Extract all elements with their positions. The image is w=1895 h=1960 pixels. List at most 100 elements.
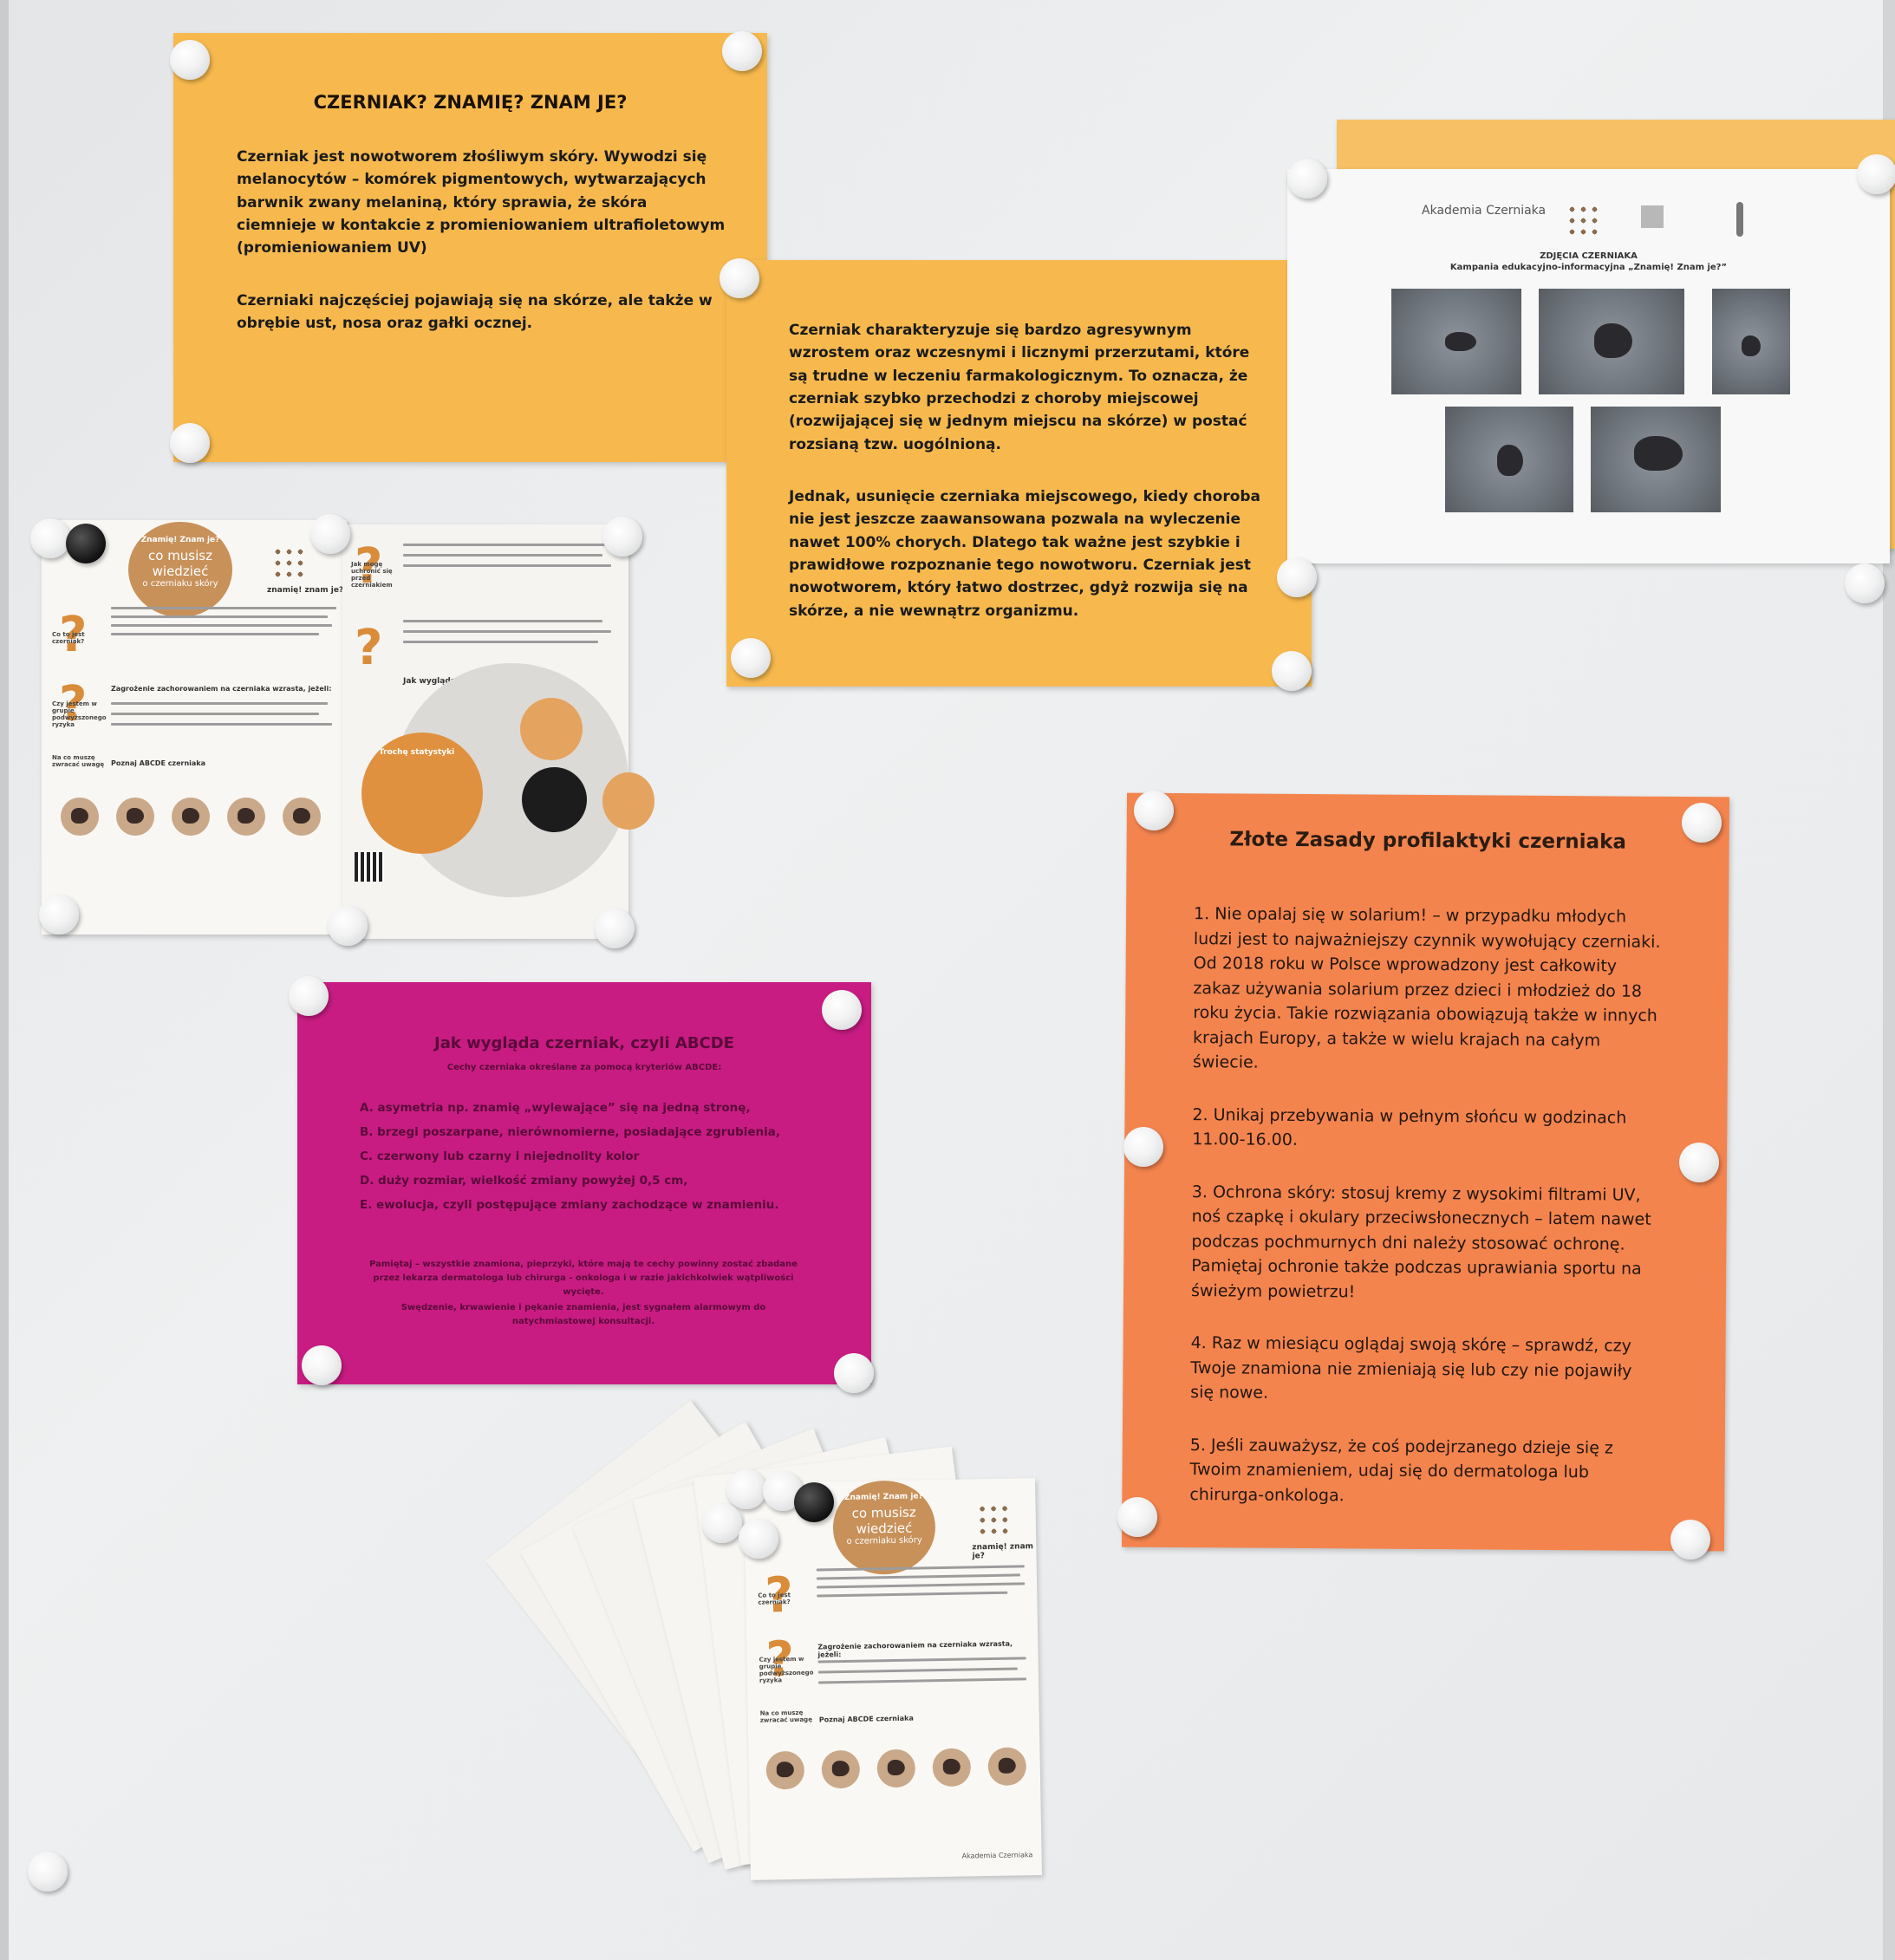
badge-line: co musisz wiedzieć xyxy=(148,548,212,579)
decor-circle-orange xyxy=(520,698,583,760)
text-line xyxy=(403,564,611,567)
question-mark-icon: ? xyxy=(355,538,383,595)
poster-paragraph: Czerniak charakteryzuje się bardzo agres… xyxy=(789,322,1250,453)
magnet xyxy=(310,514,350,554)
leaflet-badge: Znamię! Znam je? co musisz wiedzieć o cz… xyxy=(832,1480,936,1576)
poster-paragraph: Jednak, usunięcie czerniaka miejscowego,… xyxy=(789,488,1261,620)
magnet xyxy=(720,258,759,298)
decor-circle-orange xyxy=(602,772,654,830)
text-line xyxy=(111,702,328,705)
footer-logo: Akademia Czerniaka xyxy=(961,1851,1033,1860)
rule-item: 3. Ochrona skóry: stosuj kremy z wysokim… xyxy=(1190,1182,1651,1301)
magnet xyxy=(1682,803,1722,843)
leaflet-question: Na co muszę zwracać uwagę xyxy=(52,754,105,768)
badge-line: co musisz wiedzieć xyxy=(851,1504,916,1537)
question-mark-icon: ? xyxy=(355,620,383,676)
poster-title: CZERNIAK? ZNAMIĘ? ZNAM JE? xyxy=(313,92,628,113)
abcde-item: B. brzegi poszarpane, nierównomierne, po… xyxy=(360,1125,780,1139)
question-mark-icon: ? xyxy=(59,607,88,663)
abcde-list: A. asymetria np. znamię „wylewające” się… xyxy=(360,1101,845,1222)
mole-illustration xyxy=(987,1747,1027,1787)
magnet xyxy=(822,990,862,1030)
leaflet-heading: Zagrożenie zachorowaniem na czerniaka wz… xyxy=(817,1639,1013,1659)
magnet xyxy=(1277,557,1317,597)
text-line xyxy=(403,620,602,622)
ribbon-logo-icon xyxy=(1736,202,1743,237)
qr-code-icon xyxy=(355,852,384,882)
text-line xyxy=(818,1677,1027,1684)
text-line xyxy=(111,615,328,618)
znamie-logo-icon xyxy=(976,1502,1013,1539)
rule-item: 1. Nie opalaj się w solarium! – w przypa… xyxy=(1192,904,1661,1072)
znamie-logo-icon xyxy=(272,546,307,581)
poster-abcde: Jak wygląda czerniak, czyli ABCDE Cechy … xyxy=(297,982,871,1384)
leaflet-front: Znamię! Znam je? co musisz wiedzieć o cz… xyxy=(744,1478,1042,1880)
mole-illustration xyxy=(821,1749,861,1789)
rule-item: 4. Raz w miesiącu oglądaj swoją skórę – … xyxy=(1190,1333,1632,1403)
magnet-dark xyxy=(794,1482,834,1522)
badge-line: Znamię! Znam je? xyxy=(140,536,220,544)
magnet xyxy=(722,31,762,71)
mole-illustration xyxy=(61,798,99,836)
leaflet-question: Co to jest czerniak? xyxy=(758,1592,791,1606)
magnet xyxy=(731,638,771,678)
magnet xyxy=(289,976,329,1016)
text-line xyxy=(816,1565,1025,1572)
leaflet-question: Jak mogę uchronić się przed czerniakiem xyxy=(351,561,393,589)
magnet xyxy=(170,423,210,463)
text-line xyxy=(403,630,611,633)
magnet xyxy=(739,1519,778,1559)
magnet xyxy=(595,908,635,948)
mole-illustration xyxy=(172,798,210,836)
mole-illustration xyxy=(283,798,321,836)
poster-subtitle: Cechy czerniaka określane za pomocą kryt… xyxy=(446,1063,722,1072)
magnet xyxy=(1272,651,1312,691)
abcde-item: A. asymetria np. znamię „wylewające” się… xyxy=(360,1101,751,1115)
text-line xyxy=(816,1573,1020,1580)
photo-sheet-heading: ZDJĘCIA CZERNIAKA xyxy=(1540,251,1638,261)
rule-item: 2. Unikaj przebywania w pełnym słońcu w … xyxy=(1192,1104,1627,1149)
melanoma-photo xyxy=(1712,289,1790,394)
melanoma-photo xyxy=(1445,407,1573,512)
decor-circle-black xyxy=(522,767,587,832)
badge-line: o czerniaku skóry xyxy=(846,1535,922,1547)
abcde-item: C. czerwony lub czarny i niejednolity ko… xyxy=(360,1149,640,1163)
text-line xyxy=(817,1582,1026,1589)
poster-golden-rules: Złote Zasady profilaktyki czerniaka 1. N… xyxy=(1121,792,1730,1552)
text-line xyxy=(817,1591,1008,1598)
melanoma-photo xyxy=(1591,407,1721,512)
question-mark-icon: ? xyxy=(59,676,88,733)
abcde-item: E. ewolucja, czyli postępujące zmiany za… xyxy=(360,1198,779,1212)
poster-title: Jak wygląda czerniak, czyli ABCDE xyxy=(434,1034,734,1052)
text-line xyxy=(403,544,611,546)
mole-illustration xyxy=(876,1748,916,1788)
mole-illustration xyxy=(227,798,265,836)
poster-note: Pamiętaj – wszystkie znamiona, pieprzyki… xyxy=(369,1260,798,1297)
badge-line: o czerniaku skóry xyxy=(142,579,218,589)
text-line xyxy=(111,633,319,635)
magnet xyxy=(302,1345,342,1385)
magnet xyxy=(170,40,210,80)
text-line xyxy=(111,624,332,627)
board-frame-left xyxy=(0,0,9,1960)
leaflet-question: Czy jestem w grupie podwyższonego ryzyka xyxy=(759,1655,814,1684)
melanoma-photo-sheet: Akademia Czerniaka ZDJĘCIA CZERNIAKA Kam… xyxy=(1287,169,1890,563)
leaflet-brand: znamię! znam je? xyxy=(267,586,344,595)
text-line xyxy=(403,554,602,557)
magnet xyxy=(1857,154,1895,194)
magnet xyxy=(1679,1143,1719,1182)
magnet xyxy=(39,895,79,934)
mole-illustration xyxy=(765,1750,805,1790)
abcde-item: D. duży rozmiar, wielkość zmiany powyżej… xyxy=(360,1174,688,1188)
leaflet-heading: Zagrożenie zachorowaniem na czerniaka wz… xyxy=(111,685,332,693)
text-line xyxy=(403,641,598,643)
magnet xyxy=(1287,159,1327,199)
melanoma-photo xyxy=(1539,289,1684,394)
magnet xyxy=(602,517,642,557)
leaflet-open-right: ? Jak mogę uchronić się przed czerniakie… xyxy=(342,524,654,939)
magnet-dark xyxy=(66,524,106,563)
text-line xyxy=(111,723,332,726)
magnet xyxy=(1845,563,1885,603)
magnet xyxy=(1117,1497,1157,1537)
magnet xyxy=(834,1353,874,1393)
